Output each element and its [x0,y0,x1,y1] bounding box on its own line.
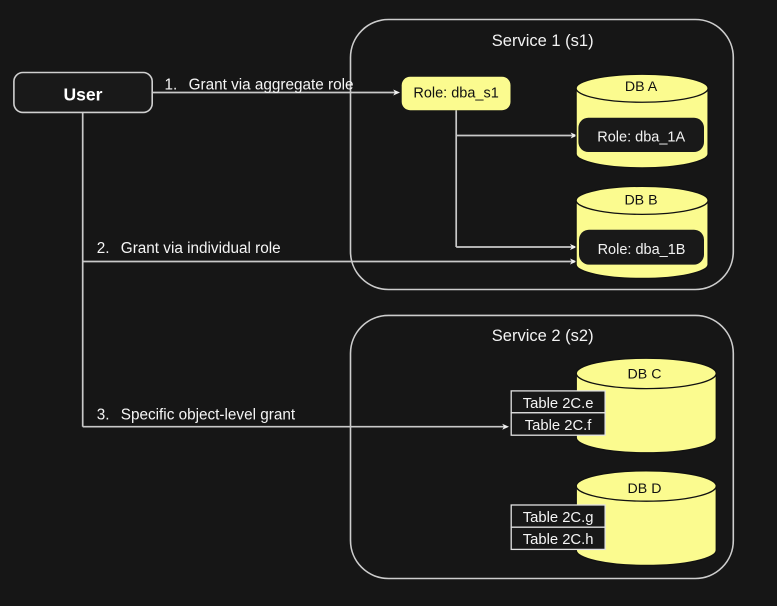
svg-text:Grant via individual role: Grant via individual role [121,240,281,257]
svg-text:Table 2C.e: Table 2C.e [523,396,594,412]
svg-text:Service 2 (s2): Service 2 (s2) [492,327,594,345]
svg-text:Specific object-level grant: Specific object-level grant [121,406,296,423]
svg-text:DB A: DB A [625,79,658,95]
svg-text:DB C: DB C [628,367,662,383]
svg-text:Role: dba_s1: Role: dba_s1 [413,86,498,102]
svg-text:DB D: DB D [628,481,662,497]
svg-text:Table 2C.f: Table 2C.f [525,418,593,434]
svg-text:User: User [64,84,103,104]
svg-text:Service 1 (s1): Service 1 (s1) [492,32,594,50]
svg-text:2.: 2. [97,240,110,257]
svg-text:Table 2C.g: Table 2C.g [523,510,594,526]
svg-text:Table 2C.h: Table 2C.h [523,532,594,548]
svg-text:Grant via aggregate role: Grant via aggregate role [189,76,354,93]
svg-text:DB B: DB B [624,192,657,208]
svg-text:1.: 1. [165,76,178,93]
svg-text:Role: dba_1A: Role: dba_1A [597,130,685,146]
svg-text:3.: 3. [97,406,110,423]
svg-text:Role: dba_1B: Role: dba_1B [598,242,686,258]
